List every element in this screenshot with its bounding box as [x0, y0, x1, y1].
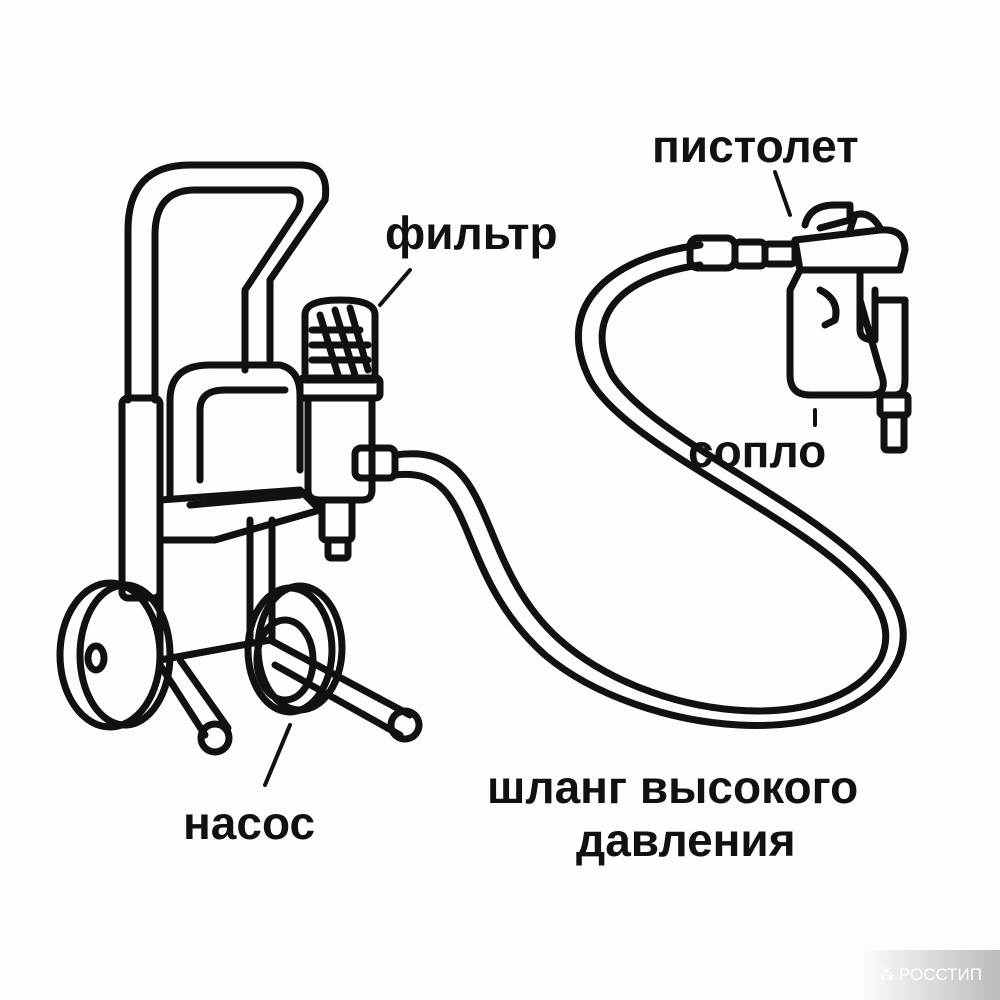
label-hose-line2: давления — [576, 814, 796, 866]
label-hose-line1: шланг высокого — [487, 761, 859, 813]
spray-gun — [686, 201, 912, 454]
label-pump: насос — [183, 797, 316, 849]
pump-body — [156, 361, 324, 544]
wheel-right — [244, 582, 346, 716]
wheel-left — [56, 579, 174, 731]
watermark: ⁂ РОССТИП — [860, 950, 1000, 1000]
label-gun: пистолет — [652, 120, 859, 172]
label-filter: фильтр — [385, 207, 558, 259]
hose — [391, 241, 907, 729]
leader-lines — [263, 170, 817, 787]
watermark-logo-icon: ⁂ — [878, 965, 895, 984]
cart-frame — [118, 161, 423, 756]
label-nozzle: сопло — [688, 425, 827, 477]
filter — [296, 296, 399, 562]
watermark-text: РОССТИП — [899, 965, 982, 984]
